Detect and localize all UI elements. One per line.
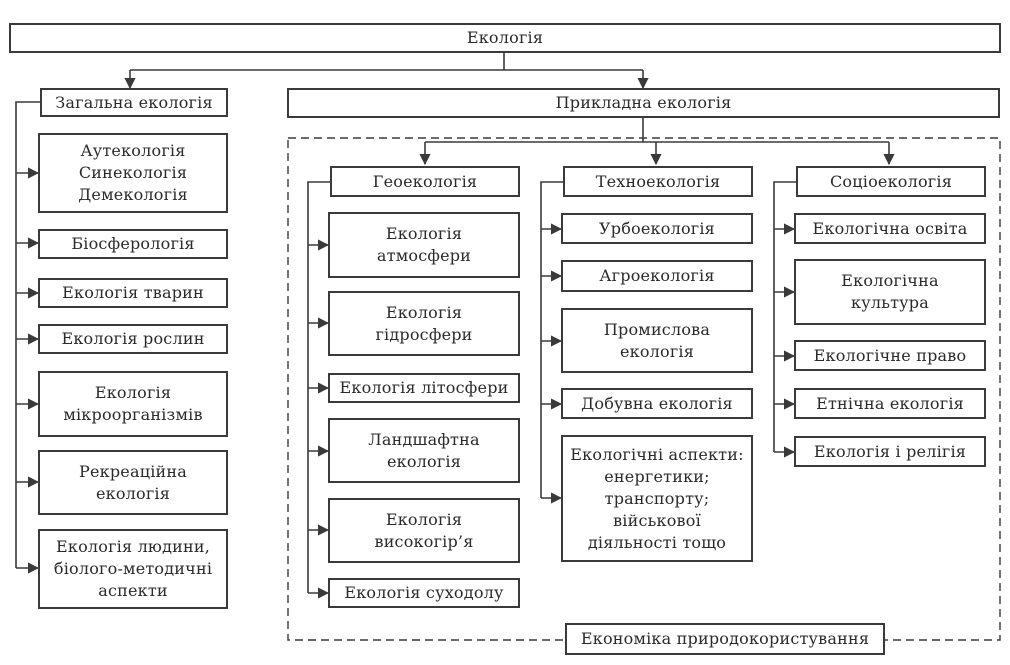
techno-item-agro: Агроекологія — [561, 260, 753, 292]
general-ecology-header: Загальна екологія — [40, 88, 228, 117]
geo-item-lithosphere: Екологія літосфери — [328, 373, 520, 403]
root-box: Екологія — [9, 23, 1001, 53]
geo-ecology-header: Геоекологія — [330, 166, 520, 197]
techno-item-mining: Добувна екологія — [561, 388, 753, 419]
geo-item-land: Екологія суходолу — [328, 578, 520, 608]
geo-item-highlands: Екологія високогір’я — [328, 498, 520, 563]
techno-item-aspects: Екологічні аспекти: енергетики; транспор… — [561, 435, 753, 562]
general-item-biosphere: Біосферологія — [38, 229, 228, 259]
general-item-plants: Екологія рослин — [38, 324, 228, 354]
socio-item-law: Екологічне право — [794, 340, 986, 371]
geo-item-hydrosphere: Екологія гідросфери — [328, 291, 520, 356]
techno-item-industrial: Промислова екологія — [561, 308, 753, 373]
applied-ecology-header: Прикладна екологія — [287, 88, 1000, 118]
applied-dashed-region — [287, 137, 1001, 641]
techno-item-urban: Урбоекологія — [561, 213, 753, 244]
general-item-animals: Екологія тварин — [38, 278, 228, 308]
economics-box: Економіка природокористування — [565, 623, 885, 655]
geo-item-atmosphere: Екологія атмосфери — [328, 212, 520, 278]
socio-item-education: Екологічна освіта — [794, 213, 986, 244]
general-item-human: Екологія людини, біолого-методичні аспек… — [38, 529, 228, 609]
general-item-microorganisms: Екологія мікроорганізмів — [38, 371, 228, 437]
socio-item-culture: Екологічна культура — [794, 259, 986, 325]
socio-item-ethnic: Етнічна екологія — [794, 388, 986, 419]
general-item-recreational: Рекреаційна екологія — [38, 450, 228, 515]
geo-item-landscape: Ландшафтна екологія — [328, 418, 520, 483]
general-item-auto-syn-dem: Аутекологія Синекологія Демекологія — [38, 133, 228, 213]
socio-ecology-header: Соціоекологія — [796, 166, 986, 197]
socio-item-religion: Екологія і релігія — [794, 436, 986, 467]
techno-ecology-header: Техноекологія — [563, 166, 753, 197]
